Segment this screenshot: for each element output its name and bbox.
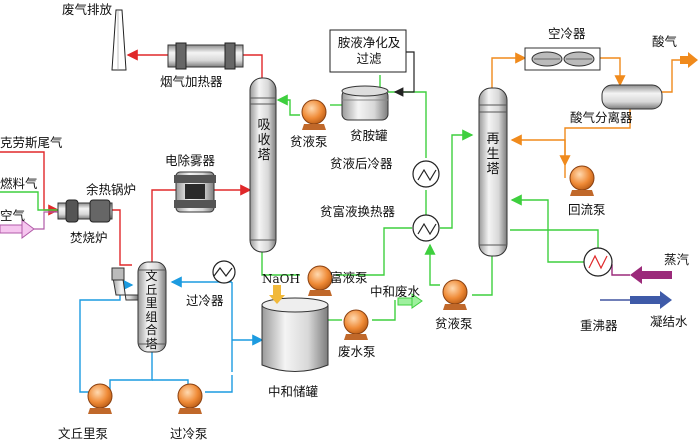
reboiler xyxy=(583,247,613,277)
amine-lines xyxy=(261,75,599,321)
air-cooler xyxy=(524,47,601,71)
rich-pump xyxy=(307,265,333,296)
regen-to-air-cooler-line xyxy=(491,52,527,88)
acid-gas-lines xyxy=(491,52,685,178)
flue-heater-label: 烟气加热器 xyxy=(160,74,223,89)
waste-heat-boiler-label: 余热锅炉 xyxy=(86,182,136,197)
pump-to-absorber-line xyxy=(276,94,300,116)
acid-gas-label: 酸气 xyxy=(652,34,678,49)
venturi-pump-label: 文丘里泵 xyxy=(58,426,108,441)
lean-pump-top-label: 贫液泵 xyxy=(290,134,328,149)
electrostatic-demister xyxy=(174,171,216,213)
neutralization-tank xyxy=(261,297,329,372)
condensate-label: 凝结水 xyxy=(650,314,688,329)
cooler-to-tank-line xyxy=(388,91,427,158)
regenerator-label: 再生塔 xyxy=(486,132,500,177)
naoh-label: NaOH xyxy=(262,272,300,286)
neutralized-wastewater-label: 中和废水 xyxy=(370,284,421,299)
rich-pump-to-exchanger-line xyxy=(336,227,412,276)
rich-pump-label: 富液泵 xyxy=(330,270,368,285)
lean-pump-to-exchanger-line xyxy=(424,243,440,286)
regen-to-reboiler-line xyxy=(510,229,599,248)
lean-amine-tank-label: 贫胺罐 xyxy=(350,128,388,143)
absorber-column xyxy=(249,77,277,253)
venturi-pump xyxy=(87,383,113,414)
reflux-to-regen-line xyxy=(510,134,566,178)
fuel-gas-line xyxy=(0,191,58,211)
air-cooler-label: 空冷器 xyxy=(548,26,586,41)
incinerator-to-venturi-line xyxy=(112,209,132,266)
wastewater-arrow xyxy=(397,293,423,309)
filter-pump xyxy=(177,383,203,414)
incinerator xyxy=(57,199,113,223)
acid-gas-separator xyxy=(601,84,663,110)
lean-amine-tank xyxy=(341,85,389,121)
absorber-label: 吸收塔 xyxy=(257,118,271,163)
naoh-arrow xyxy=(269,285,285,304)
air-cooler-to-separator-line xyxy=(600,57,626,87)
fuel-gas-label: 燃料气 xyxy=(0,176,38,191)
lean-rich-exchanger xyxy=(412,214,440,242)
purification-return-line xyxy=(393,51,415,97)
venturi-pump-line xyxy=(79,279,134,393)
acid-gas-separator-label: 酸气分离器 xyxy=(570,110,633,125)
steam-arrow xyxy=(605,264,672,284)
absorber-to-heater-line xyxy=(243,54,263,78)
venturi-scrubber-label: 文丘里组合塔 xyxy=(145,269,158,351)
steam-label: 蒸汽 xyxy=(664,252,690,267)
reflux-pump-label: 回流泵 xyxy=(568,202,606,217)
gas-lines xyxy=(0,49,263,266)
exhaust-label: 废气排放 xyxy=(62,2,113,17)
wastewater-pump xyxy=(343,309,369,340)
separator-to-acid-gas-line xyxy=(662,59,685,93)
lean-cooler xyxy=(412,160,440,188)
venturi-to-demister-line xyxy=(151,189,176,262)
exhaust-stack xyxy=(111,9,127,71)
incinerator-label: 焚烧炉 xyxy=(70,230,108,245)
reflux-pump xyxy=(569,165,595,196)
regenerator-column xyxy=(478,87,508,257)
absorber-bottom-line xyxy=(261,250,300,276)
reboiler-return-line xyxy=(510,194,585,263)
lean-rich-exchanger-label: 贫富液换热器 xyxy=(320,204,396,219)
cooler-exchanger xyxy=(212,260,236,284)
lean-pump-bottom-label: 贫液泵 xyxy=(435,316,473,331)
demister-label: 电除雾器 xyxy=(165,153,216,168)
air-arrow xyxy=(0,211,58,239)
wastewater-out-line xyxy=(372,300,396,321)
amine-purification-label: 胺液净化及过滤 xyxy=(337,35,401,66)
filter-pump-label: 过冷泵 xyxy=(170,426,208,441)
regen-to-lean-pump-line xyxy=(472,255,493,296)
lean-cooler-label: 贫液后冷器 xyxy=(330,156,393,171)
claus-tail-gas-label: 克劳斯尾气 xyxy=(0,135,63,150)
lean-pump-top xyxy=(301,99,327,130)
reboiler-label: 重沸器 xyxy=(580,318,618,333)
lean-pump-bottom xyxy=(442,279,468,310)
venturi-scrubber xyxy=(111,261,167,353)
condensate-arrow xyxy=(630,291,672,309)
flue-heater xyxy=(167,42,244,70)
exchanger-to-regenerator-line xyxy=(440,129,474,229)
neutralization-tank-label: 中和储罐 xyxy=(268,384,319,399)
cooler-label: 过冷器 xyxy=(186,293,224,308)
air-label: 空气 xyxy=(0,208,26,223)
wastewater-pump-label: 废水泵 xyxy=(338,344,376,359)
filter-pump-out-line xyxy=(205,375,233,393)
acid-gas-arrow xyxy=(680,52,698,68)
amine-purification-box xyxy=(329,29,407,73)
venturi-bottom-line xyxy=(109,350,153,392)
